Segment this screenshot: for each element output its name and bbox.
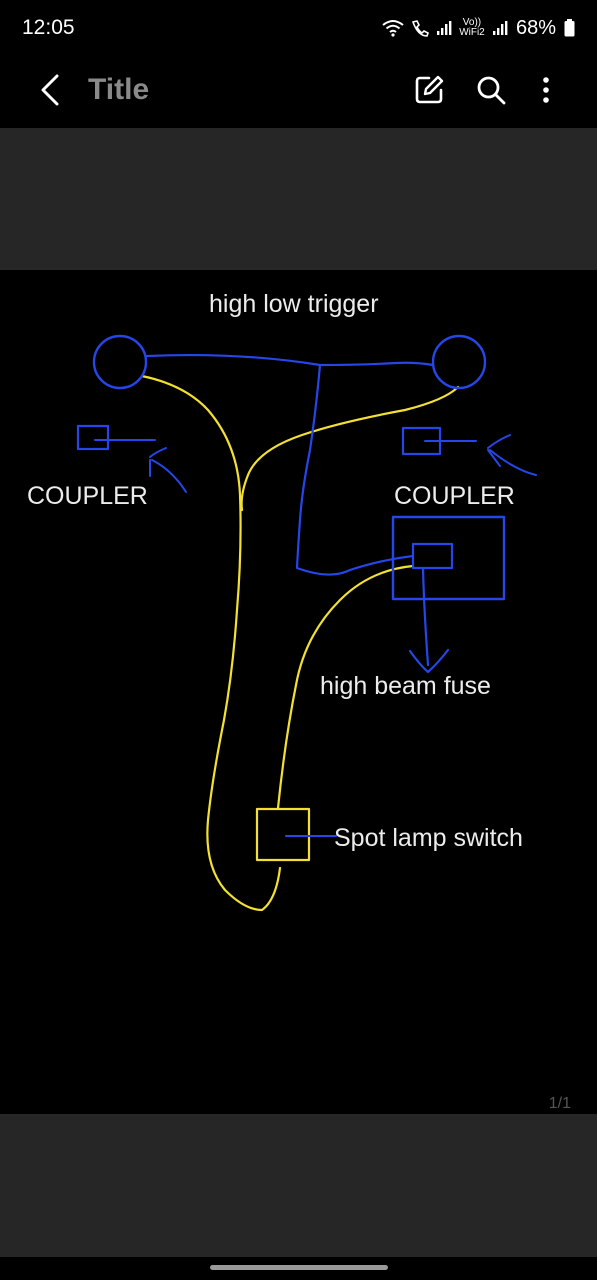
gesture-handle[interactable] bbox=[210, 1265, 388, 1270]
wiring-sketch bbox=[76, 334, 537, 912]
status-time: 12:05 bbox=[22, 16, 75, 39]
back-button[interactable] bbox=[30, 70, 70, 110]
label-high-low-trigger: high low trigger bbox=[209, 290, 379, 318]
page-indicator: 1/1 bbox=[548, 1095, 571, 1112]
label-high-beam-fuse: high beam fuse bbox=[320, 672, 491, 700]
blue-arrow-fuse-head bbox=[408, 648, 450, 674]
more-options-button[interactable] bbox=[526, 70, 566, 110]
blue-wire-top bbox=[145, 353, 435, 367]
high-beam-fuse-outer bbox=[391, 515, 506, 601]
spot-lamp-switch-box bbox=[255, 807, 311, 862]
blue-arrow-coupler-left bbox=[149, 447, 187, 493]
yellow-wire-fuse-to-switch bbox=[276, 564, 415, 810]
status-right: Vo)) WiFi2 68% bbox=[382, 17, 575, 40]
status-icons: Vo)) WiFi2 bbox=[382, 18, 508, 38]
label-spot-lamp-switch: Spot lamp switch bbox=[334, 824, 523, 852]
app-bar: Title bbox=[0, 56, 597, 128]
toolbar-placeholder-top bbox=[0, 128, 597, 270]
wifi-calling-icon bbox=[411, 20, 429, 37]
drawing-canvas[interactable]: high low trigger COUPLER COUPLER high be… bbox=[0, 270, 597, 1114]
coupler-left-box bbox=[76, 424, 110, 451]
edit-button[interactable] bbox=[409, 70, 449, 110]
edit-icon bbox=[415, 75, 444, 104]
trigger-right-circle bbox=[431, 334, 487, 390]
blue-wire-vertical bbox=[295, 363, 415, 576]
high-beam-fuse-inner bbox=[411, 542, 454, 570]
yellow-wire-left bbox=[140, 374, 282, 912]
label-coupler-right: COUPLER bbox=[394, 482, 515, 510]
network-label: Vo)) WiFi2 bbox=[459, 17, 485, 38]
status-bar: 12:05 Vo)) WiFi2 68% bbox=[0, 0, 597, 56]
back-icon bbox=[41, 74, 59, 106]
signal-icon bbox=[492, 21, 508, 35]
more-icon bbox=[543, 77, 549, 103]
trigger-left-circle bbox=[92, 334, 148, 390]
wifi-icon bbox=[382, 20, 404, 37]
blue-arrow-coupler-right bbox=[487, 434, 537, 476]
toolbar-placeholder-bottom bbox=[0, 1114, 597, 1257]
search-icon bbox=[477, 76, 506, 105]
yellow-wire-right bbox=[240, 385, 460, 512]
page-title: Title bbox=[88, 73, 150, 106]
signal-icon bbox=[436, 21, 452, 35]
label-coupler-left: COUPLER bbox=[27, 482, 148, 510]
battery-icon bbox=[564, 19, 575, 37]
blue-wire-fuse-arrow-stem bbox=[421, 566, 430, 667]
search-button[interactable] bbox=[471, 70, 511, 110]
battery-percent: 68% bbox=[515, 16, 556, 39]
